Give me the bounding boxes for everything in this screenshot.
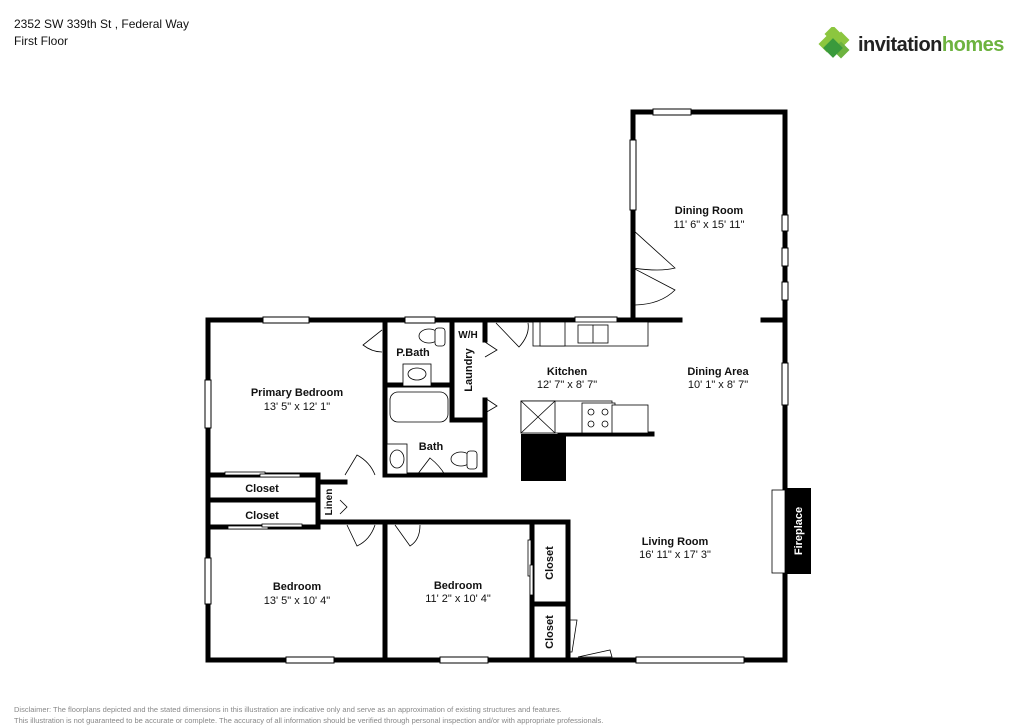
room-label-closet-1: Closet (245, 483, 279, 495)
disclaimer-line-2: This illustration is not guaranteed to b… (14, 716, 604, 725)
brand-name: invitationhomes (858, 34, 1004, 57)
brand-name-dark: invitation (858, 33, 942, 56)
clover-diamond-icon (818, 27, 850, 59)
kitchen-counter-block (521, 434, 566, 481)
room-label-dining-room: Dining Room (675, 205, 744, 217)
room-dims-kitchen: 12' 7" x 8' 7" (537, 379, 597, 391)
floor-label: First Floor (14, 34, 68, 48)
address-text: 2352 SW 339th St , Federal Way (14, 17, 189, 31)
room-label-bath: Bath (419, 441, 444, 453)
room-label-living-room: Living Room (642, 536, 709, 548)
room-dims-bedroom-2: 11' 2" x 10' 4" (425, 593, 491, 605)
room-dims-bedroom-1: 13' 5" x 10' 4" (264, 595, 331, 607)
room-dims-dining-area: 10' 1" x 8' 7" (688, 379, 748, 391)
room-label-wh: W/H (458, 330, 477, 341)
room-label-primary-bedroom: Primary Bedroom (251, 387, 344, 399)
room-label-kitchen: Kitchen (547, 366, 588, 378)
disclaimer-line-1: Disclaimer: The floorplans depicted and … (14, 705, 562, 714)
disclaimer: Disclaimer: The floorplans depicted and … (14, 704, 603, 726)
room-dims-dining-room: 11' 6" x 15' 11" (674, 219, 745, 231)
room-label-closet-2: Closet (245, 510, 279, 522)
fireplace-block (785, 488, 811, 574)
room-label-laundry: Laundry (463, 347, 475, 391)
room-label-closet-4: Closet (544, 615, 556, 649)
brand-logo: invitationhomes (818, 27, 1004, 63)
room-label-bedroom-1: Bedroom (273, 581, 322, 593)
room-label-pbath: P.Bath (396, 347, 430, 359)
room-label-fireplace: Fireplace (793, 507, 805, 555)
room-label-linen: Linen (324, 489, 335, 516)
room-label-closet-3: Closet (544, 546, 556, 580)
room-label-dining-area: Dining Area (687, 366, 749, 378)
brand-name-green: homes (941, 33, 1004, 56)
room-dims-living-room: 16' 11" x 17' 3" (639, 549, 711, 561)
address-header: 2352 SW 339th St , Federal Way First Flo… (14, 16, 189, 50)
room-dims-primary-bedroom: 13' 5" x 12' 1" (264, 401, 331, 413)
room-label-bedroom-2: Bedroom (434, 580, 483, 592)
